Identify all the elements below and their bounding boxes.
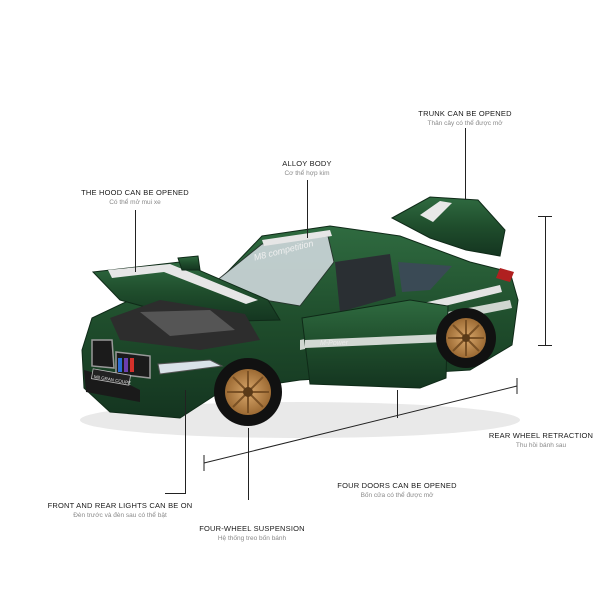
label-lights: FRONT AND REAR LIGHTS CAN BE ON Đèn trướ… [40,501,200,519]
label-rear-wheel-vi: Thu hồi bánh sau [515,441,567,449]
door-stripe [305,334,445,348]
m-stripe-red [130,358,134,372]
rear-wheel-hub [462,334,470,342]
height-line [545,216,546,346]
tail-light [496,268,514,282]
m-stripe-blue [118,358,122,372]
engine-cover [140,310,235,336]
label-suspension-vi: Hệ thống treo bốn bánh [217,534,287,542]
label-trunk-vi: Thân cây có thể được mở [427,119,503,127]
label-four-doors: FOUR DOORS CAN BE OPENED Bốn cửa có thể … [332,481,462,499]
headlight [157,359,224,375]
label-trunk-en: TRUNK CAN BE OPENED [418,109,512,118]
trunk-pointer [465,128,466,200]
label-suspension-en: FOUR-WHEEL SUSPENSION [199,524,305,533]
side-window [335,254,396,312]
alloy-pointer [307,180,308,238]
label-lights-en: FRONT AND REAR LIGHTS CAN BE ON [47,501,193,510]
hood-stripe [108,264,258,304]
side-mirror [177,255,201,271]
suspension-pointer [248,428,249,500]
front-wheel-hub [243,387,253,397]
label-four-doors-en: FOUR DOORS CAN BE OPENED [337,481,457,490]
label-rear-wheel: REAR WHEEL RETRACTION Thu hồi bánh sau [482,431,600,449]
label-alloy-en: ALLOY BODY [282,159,332,168]
label-rear-wheel-en: REAR WHEEL RETRACTION [488,431,594,440]
m-stripe-purple [124,358,128,372]
height-tick-top [538,216,552,217]
hood-pointer [135,210,136,272]
roof-stripe [262,230,332,246]
label-alloy-vi: Cơ thể hợp kim [284,169,330,177]
label-alloy: ALLOY BODY Cơ thể hợp kim [262,159,352,177]
lights-pointer [185,390,186,494]
label-four-doors-vi: Bốn cửa có thể được mở [360,491,434,499]
label-trunk: TRUNK CAN BE OPENED Thân cây có thể được… [410,109,520,127]
kidney-grille-left [91,339,115,369]
trunk-stripe [420,201,452,222]
license-plate [90,368,132,386]
label-lights-vi: Đèn trước và đèn sau có thể bật [73,511,167,519]
label-suspension: FOUR-WHEEL SUSPENSION Hệ thống treo bốn … [193,524,311,542]
label-hood: THE HOOD CAN BE OPENED Có thể mở mui xe [75,188,195,206]
lights-pointer-foot [165,493,186,494]
side-badge: M-Power [320,340,349,347]
doors-pointer [397,390,398,418]
height-tick-bottom [538,345,552,346]
rear-window [398,262,452,292]
plate-text: M8 GRAN COUPE [93,374,131,385]
label-hood-en: THE HOOD CAN BE OPENED [81,188,189,197]
trunk-lid [390,196,506,257]
label-hood-vi: Có thể mở mui xe [109,198,161,206]
wheelbase-line [203,385,518,464]
